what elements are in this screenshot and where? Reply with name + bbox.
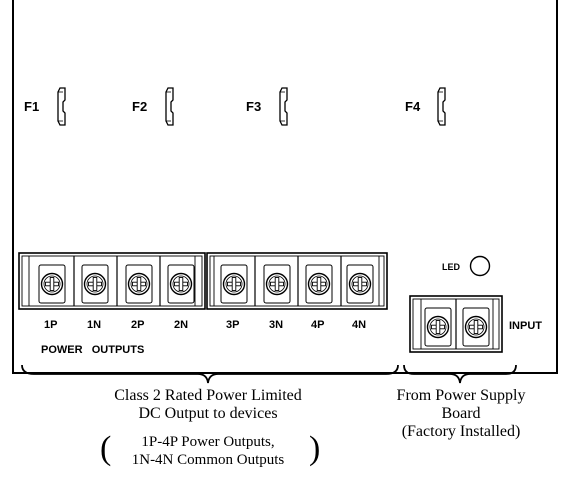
screw-3p-icon (220, 264, 248, 304)
fuse-clip-f2-icon (165, 87, 174, 126)
left-parenthesis: ( (100, 430, 112, 467)
output-caption-line-4: 1N-4N Common Outputs (131, 452, 285, 468)
terminal-label-3n: 3N (269, 319, 284, 331)
terminal-label-1p: 1P (44, 319, 58, 331)
screw-2n-icon (167, 264, 195, 304)
screw-3n-icon (263, 264, 291, 304)
fuse-label-f4: F4 (405, 99, 421, 114)
screw-4p-icon (305, 264, 333, 304)
input-label: INPUT (509, 320, 542, 332)
input-caption-line-2: Board (441, 405, 481, 422)
screw-1p-icon (38, 264, 66, 304)
output-caption-line-1: Class 2 Rated Power Limited (114, 387, 302, 404)
fuse-label-f2: F2 (132, 99, 148, 114)
output-caption-line-2: DC Output to devices (138, 405, 278, 422)
terminal-label-2n: 2N (174, 319, 189, 331)
fuse-label-f1: F1 (24, 99, 40, 114)
board-outline (12, 0, 558, 374)
led-indicator-icon (469, 255, 491, 277)
output-caption-line-3: 1P-4P Power Outputs, (141, 434, 275, 450)
screw-input-1-icon (424, 307, 452, 347)
fuse-clip-f4-icon (437, 87, 446, 126)
screw-input-2-icon (462, 307, 490, 347)
fuse-clip-f1-icon (57, 87, 66, 126)
fuse-clip-f3-icon (279, 87, 288, 126)
terminal-label-1n: 1N (87, 319, 102, 331)
led-label: LED (442, 262, 460, 272)
terminal-label-4n: 4N (352, 319, 367, 331)
fuse-label-f3: F3 (246, 99, 262, 114)
output-curly-brace (21, 364, 399, 384)
right-parenthesis: ) (309, 430, 321, 467)
screw-1n-icon (81, 264, 109, 304)
screw-4n-icon (346, 264, 374, 304)
power-outputs-label: POWER OUTPUTS (41, 344, 145, 356)
input-caption-line-1: From Power Supply (396, 387, 526, 404)
terminal-label-4p: 4P (311, 319, 325, 331)
terminal-label-3p: 3P (226, 319, 240, 331)
screw-2p-icon (125, 264, 153, 304)
terminal-label-2p: 2P (131, 319, 145, 331)
input-curly-brace (403, 364, 517, 384)
input-caption-line-3: (Factory Installed) (401, 423, 521, 440)
